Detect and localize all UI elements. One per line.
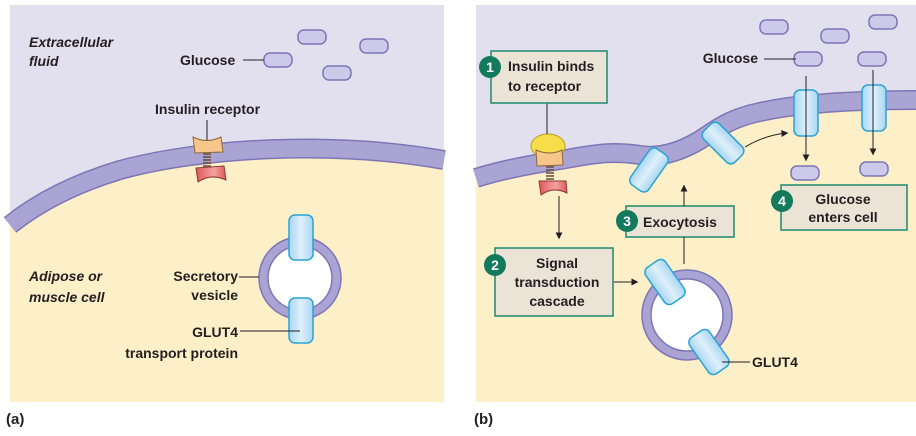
glucose-molecule bbox=[820, 28, 850, 44]
step-text: to receptor bbox=[508, 78, 582, 94]
cell-label-2: muscle cell bbox=[29, 289, 106, 305]
glut4-protein bbox=[644, 258, 686, 306]
step-3-box: 3 Exocytosis bbox=[616, 205, 735, 238]
step-text: Insulin binds bbox=[508, 58, 595, 74]
glut4-fusing bbox=[701, 121, 745, 165]
vesicle-label-2: vesicle bbox=[191, 287, 238, 303]
glucose-molecules-a bbox=[263, 29, 389, 81]
glucose-molecule bbox=[859, 161, 889, 177]
glut4-fusing bbox=[628, 147, 670, 193]
glucose-molecule bbox=[857, 51, 887, 67]
step-box bbox=[625, 205, 735, 238]
extracellular-b bbox=[476, 5, 916, 178]
receptor-bottom bbox=[195, 165, 227, 183]
insulin-receptor-b bbox=[530, 133, 568, 196]
step-text: cascade bbox=[529, 293, 584, 309]
step-badge bbox=[479, 56, 501, 78]
insulin-receptor-a bbox=[192, 136, 227, 183]
glut4-migration-arrow bbox=[744, 130, 789, 148]
glucose-molecule bbox=[793, 51, 823, 67]
glucose-molecule bbox=[263, 52, 293, 68]
glucose-label-b: Glucose bbox=[703, 50, 758, 66]
panel-a: Extracellular fluid Glucose Insulin rece… bbox=[3, 5, 446, 428]
step-badge bbox=[771, 190, 793, 212]
step-box bbox=[494, 247, 614, 317]
glucose-molecule bbox=[790, 165, 820, 181]
secretory-vesicle-a bbox=[258, 214, 342, 344]
step-text: Glucose bbox=[815, 191, 870, 207]
step-number: 1 bbox=[486, 59, 494, 75]
step-box bbox=[780, 184, 908, 231]
glucose-molecule bbox=[359, 38, 389, 54]
glucose-molecule bbox=[759, 19, 789, 35]
receptor-coil bbox=[546, 166, 554, 180]
insulin-receptor-label: Insulin receptor bbox=[155, 101, 261, 117]
glut4-label-a-2: transport protein bbox=[125, 345, 238, 361]
glucose-molecule bbox=[297, 29, 327, 45]
glut4-protein bbox=[688, 328, 730, 376]
vesicle-label-1: Secretory bbox=[173, 268, 238, 284]
glucose-molecule bbox=[322, 65, 352, 81]
step-text: enters cell bbox=[808, 209, 877, 225]
glut4-protein bbox=[288, 297, 314, 344]
step-text: transduction bbox=[515, 274, 600, 290]
glut4-label-a-1: GLUT4 bbox=[192, 324, 238, 340]
step-number: 2 bbox=[491, 257, 499, 273]
receptor-coil bbox=[203, 153, 211, 167]
step-badge bbox=[616, 210, 638, 232]
extracellular-label-1: Extracellular bbox=[29, 34, 115, 50]
glucose-molecules-b bbox=[759, 14, 898, 181]
step-1-box: 1 Insulin binds to receptor bbox=[479, 50, 608, 104]
panel-a-label: (a) bbox=[6, 411, 24, 428]
panel-b-label: (b) bbox=[474, 411, 493, 428]
step-text: Exocytosis bbox=[643, 214, 717, 230]
panel-b: Glucose 1 Insulin binds to receptor bbox=[472, 5, 916, 428]
step-4-box: 4 Glucose enters cell bbox=[771, 184, 908, 231]
receptor-top bbox=[535, 149, 564, 167]
step-badge bbox=[484, 254, 506, 276]
glucose-molecule bbox=[868, 14, 898, 30]
step-number: 4 bbox=[778, 193, 786, 209]
glucose-label-a: Glucose bbox=[180, 52, 235, 68]
cell-label-1: Adipose or bbox=[28, 268, 104, 284]
plasma-membrane-a bbox=[4, 140, 446, 232]
glut4-protein bbox=[288, 214, 314, 261]
glut4-label-b: GLUT4 bbox=[752, 354, 798, 370]
step-number: 3 bbox=[623, 213, 631, 229]
receptor-bottom bbox=[538, 180, 568, 196]
secretory-vesicle-b bbox=[641, 258, 733, 376]
step-2-box: 2 Signal transduction cascade bbox=[484, 247, 614, 317]
extracellular-label-2: fluid bbox=[29, 53, 59, 69]
glut4-channel bbox=[861, 84, 887, 132]
step-text: Signal bbox=[536, 255, 578, 271]
receptor-top bbox=[192, 136, 224, 154]
